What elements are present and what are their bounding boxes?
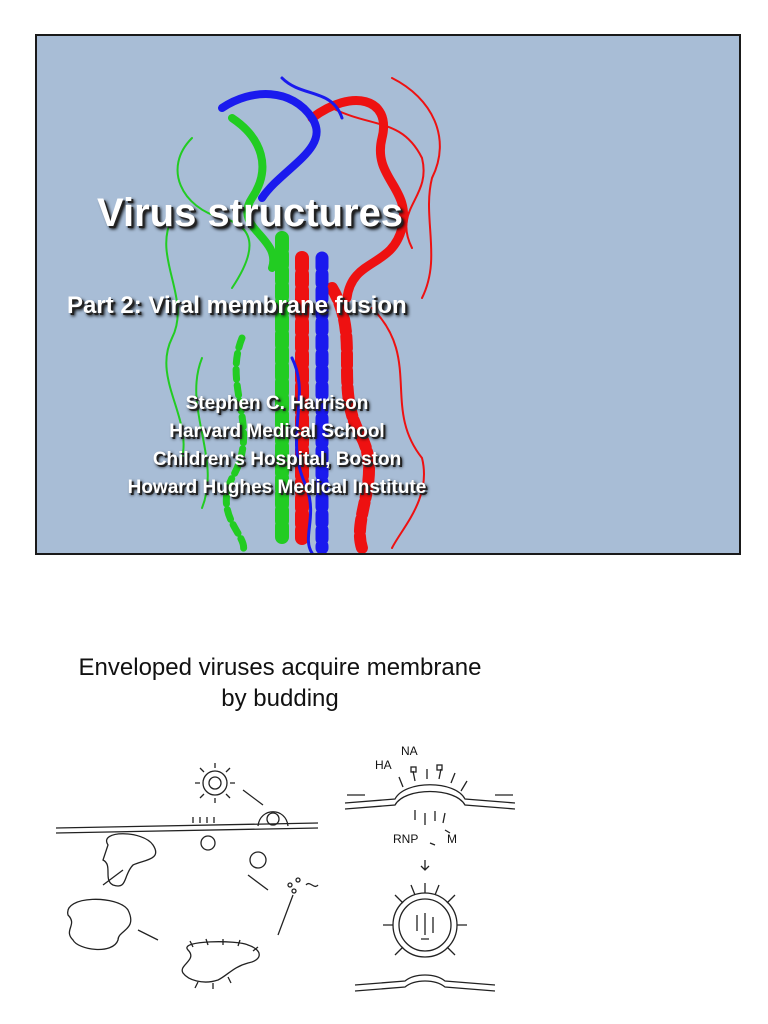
protein-ribbon-image xyxy=(165,76,441,553)
affiliation-3: Howard Hughes Medical Institute xyxy=(127,477,427,498)
m-label: M xyxy=(447,832,457,846)
slide-title: Virus structures xyxy=(97,191,404,235)
budding-slide-title: Enveloped viruses acquire membrane by bu… xyxy=(30,652,530,714)
author-name: Stephen C. Harrison xyxy=(185,393,369,414)
affiliation-1: Harvard Medical School xyxy=(169,421,385,442)
affiliation-2: Children's Hospital, Boston xyxy=(152,449,402,470)
ha-label: HA xyxy=(375,758,392,772)
title-line-2: by budding xyxy=(221,685,339,712)
title-slide: Virus structures Part 2: Viral membrane … xyxy=(35,34,741,555)
rnp-label: RNP xyxy=(393,832,418,846)
slide-subtitle: Part 2: Viral membrane fusion xyxy=(67,292,407,319)
influenza-budding-diagram: NA HA RNP M xyxy=(344,744,516,992)
na-label: NA xyxy=(401,744,418,758)
author-block: Stephen C. Harrison Harvard Medical Scho… xyxy=(77,390,477,502)
budding-cycle-diagram xyxy=(55,763,319,989)
title-line-1: Enveloped viruses acquire membrane xyxy=(78,654,482,681)
